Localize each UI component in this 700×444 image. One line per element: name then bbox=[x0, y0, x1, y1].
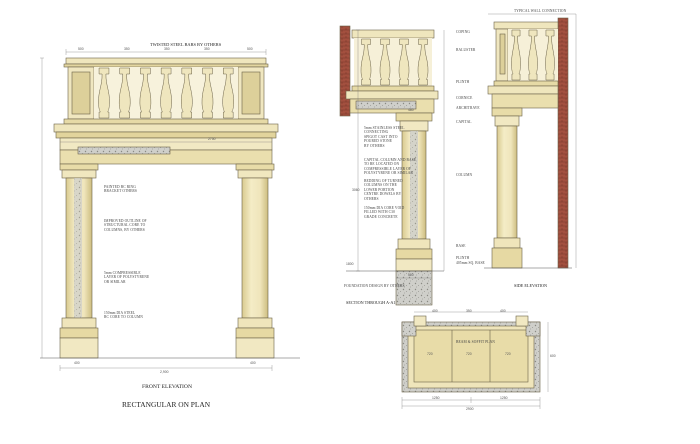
side-dimensions bbox=[488, 13, 577, 268]
front-baluster bbox=[118, 67, 131, 119]
label-column: COLUMN bbox=[456, 173, 473, 177]
label-baluster: BALUSTER bbox=[456, 48, 476, 52]
label-cornice: CORNICE bbox=[456, 96, 473, 100]
front-base-right bbox=[237, 317, 273, 329]
label-coping: COPING bbox=[456, 30, 470, 34]
front-coping bbox=[65, 57, 267, 65]
front-baluster bbox=[201, 67, 214, 119]
section-note-2: CAPITAL COLUMN AND BASE TO BE LOCATED ON… bbox=[364, 158, 417, 176]
plan-dim-half-1: 1250 bbox=[432, 396, 440, 400]
plan-label: BEAM & SOFFIT PLAN bbox=[456, 340, 495, 344]
section-view bbox=[339, 25, 444, 306]
side-elevation bbox=[484, 17, 572, 269]
front-dim-bay-1: 500 bbox=[78, 47, 84, 51]
plan-dim-top-1: 400 bbox=[432, 309, 438, 313]
front-dim-beam-span: 2750 bbox=[208, 137, 216, 141]
label-base: BASE bbox=[456, 244, 466, 248]
section-foundation bbox=[395, 270, 433, 306]
front-column-right bbox=[241, 177, 269, 319]
front-dim-bay-4: 350 bbox=[204, 47, 210, 51]
front-beam-core bbox=[77, 146, 171, 155]
front-top-label: TWISTED STEEL BARS BY OTHERS bbox=[150, 42, 222, 47]
section-baluster bbox=[360, 38, 372, 86]
plan-dim-half-2: 1250 bbox=[500, 396, 508, 400]
front-dim-col-left: 400 bbox=[74, 361, 80, 365]
section-coping bbox=[351, 29, 435, 39]
plan-view bbox=[401, 315, 541, 393]
front-capital-left bbox=[59, 163, 99, 171]
label-plinth-2: PLINTH bbox=[456, 256, 470, 260]
plan-dim-bay-3: 720 bbox=[505, 352, 511, 356]
front-baluster bbox=[222, 67, 234, 119]
front-baluster bbox=[181, 67, 193, 119]
section-note-4: 150mm DIA CORE VOID FILLED WITH C30 GRAD… bbox=[364, 206, 405, 219]
plan-dim-top-3: 400 bbox=[500, 309, 506, 313]
side-baluster bbox=[545, 29, 555, 81]
plan-dim-top-2: 350 bbox=[466, 309, 472, 313]
front-label-4: 150mm DIA STEEL RC CORE TO COLUMN bbox=[104, 311, 144, 320]
front-dim-bay-3: 350 bbox=[164, 47, 170, 51]
section-beam-core bbox=[355, 100, 417, 110]
front-dim-overall: 2,900 bbox=[160, 370, 169, 374]
front-cornice bbox=[53, 123, 279, 133]
section-dim-foot: 1800 bbox=[346, 262, 354, 266]
label-wall-connection: TYPICAL WALL CONNECTION bbox=[514, 9, 567, 13]
front-subtitle: RECTANGULAR ON PLAN bbox=[122, 400, 211, 409]
label-base-size: 405mm SQ. BASE bbox=[456, 261, 485, 265]
plan-dim-bay-1: 720 bbox=[427, 352, 433, 356]
label-plinth: PLINTH bbox=[456, 80, 470, 84]
front-dim-col-right: 400 bbox=[250, 361, 256, 365]
plan-dim-depth: 600 bbox=[550, 354, 556, 358]
section-dim-capital: 480 bbox=[408, 108, 414, 112]
front-title: FRONT ELEVATION bbox=[142, 384, 192, 390]
label-foundation: FOUNDATION DESIGN BY OTHERS bbox=[344, 284, 405, 288]
plan-dim-overall: 2900 bbox=[466, 407, 474, 411]
front-baluster bbox=[98, 67, 110, 119]
front-dimensions bbox=[40, 49, 273, 371]
front-balusters bbox=[98, 67, 234, 119]
side-coping bbox=[493, 21, 559, 30]
front-label-3: 5mm COMPRESSIBLE LAYER OF POLYSTYRENE OR… bbox=[104, 271, 150, 284]
section-note-1: 5mm STAINLESS STEEL CONNECTING SPIGOT CA… bbox=[364, 126, 405, 148]
front-baluster bbox=[139, 67, 152, 119]
front-label-1: PAINTED BC RING BRACKET OTHERS bbox=[104, 185, 137, 194]
side-baluster bbox=[511, 29, 521, 81]
front-base-left bbox=[61, 317, 97, 329]
section-baluster bbox=[417, 38, 429, 86]
side-balusters bbox=[511, 29, 555, 81]
section-balusters bbox=[360, 38, 429, 86]
label-architrave: ARCHITRAVE bbox=[456, 106, 480, 110]
side-base bbox=[493, 237, 521, 249]
plan-dimensions bbox=[401, 311, 549, 409]
section-dim-height: 3060 bbox=[352, 188, 360, 192]
side-cornice bbox=[487, 85, 559, 95]
front-baluster bbox=[160, 67, 172, 119]
section-dimensions bbox=[356, 29, 445, 279]
section-cornice bbox=[345, 90, 439, 100]
label-capital: CAPITAL bbox=[456, 120, 472, 124]
plan-soffit bbox=[413, 329, 529, 383]
front-dim-bay-2: 350 bbox=[124, 47, 130, 51]
side-baluster bbox=[528, 29, 538, 81]
section-note-3: BEDDING OF TURNED COLUMNS ON THE LOWER P… bbox=[364, 179, 403, 201]
section-base bbox=[397, 238, 431, 250]
side-column bbox=[496, 125, 518, 239]
plan-dim-bay-2: 720 bbox=[466, 352, 472, 356]
section-baluster bbox=[398, 38, 410, 86]
side-capital bbox=[491, 107, 523, 117]
section-wall bbox=[339, 25, 351, 117]
front-elevation bbox=[40, 57, 300, 359]
section-capital bbox=[395, 112, 433, 122]
side-title: SIDE ELEVATION bbox=[514, 283, 548, 288]
front-plinth bbox=[63, 118, 269, 125]
front-label-2: IMPROVED OUTLINE OF STRUCTURAL CORE TO C… bbox=[104, 219, 147, 232]
front-capital-right bbox=[235, 163, 275, 171]
section-baluster bbox=[379, 38, 391, 86]
front-dim-bay-5: 500 bbox=[247, 47, 253, 51]
side-wall bbox=[557, 17, 569, 269]
section-title: SECTION THROUGH A-A1 bbox=[346, 300, 396, 305]
section-dim-base: 500 bbox=[408, 273, 414, 277]
